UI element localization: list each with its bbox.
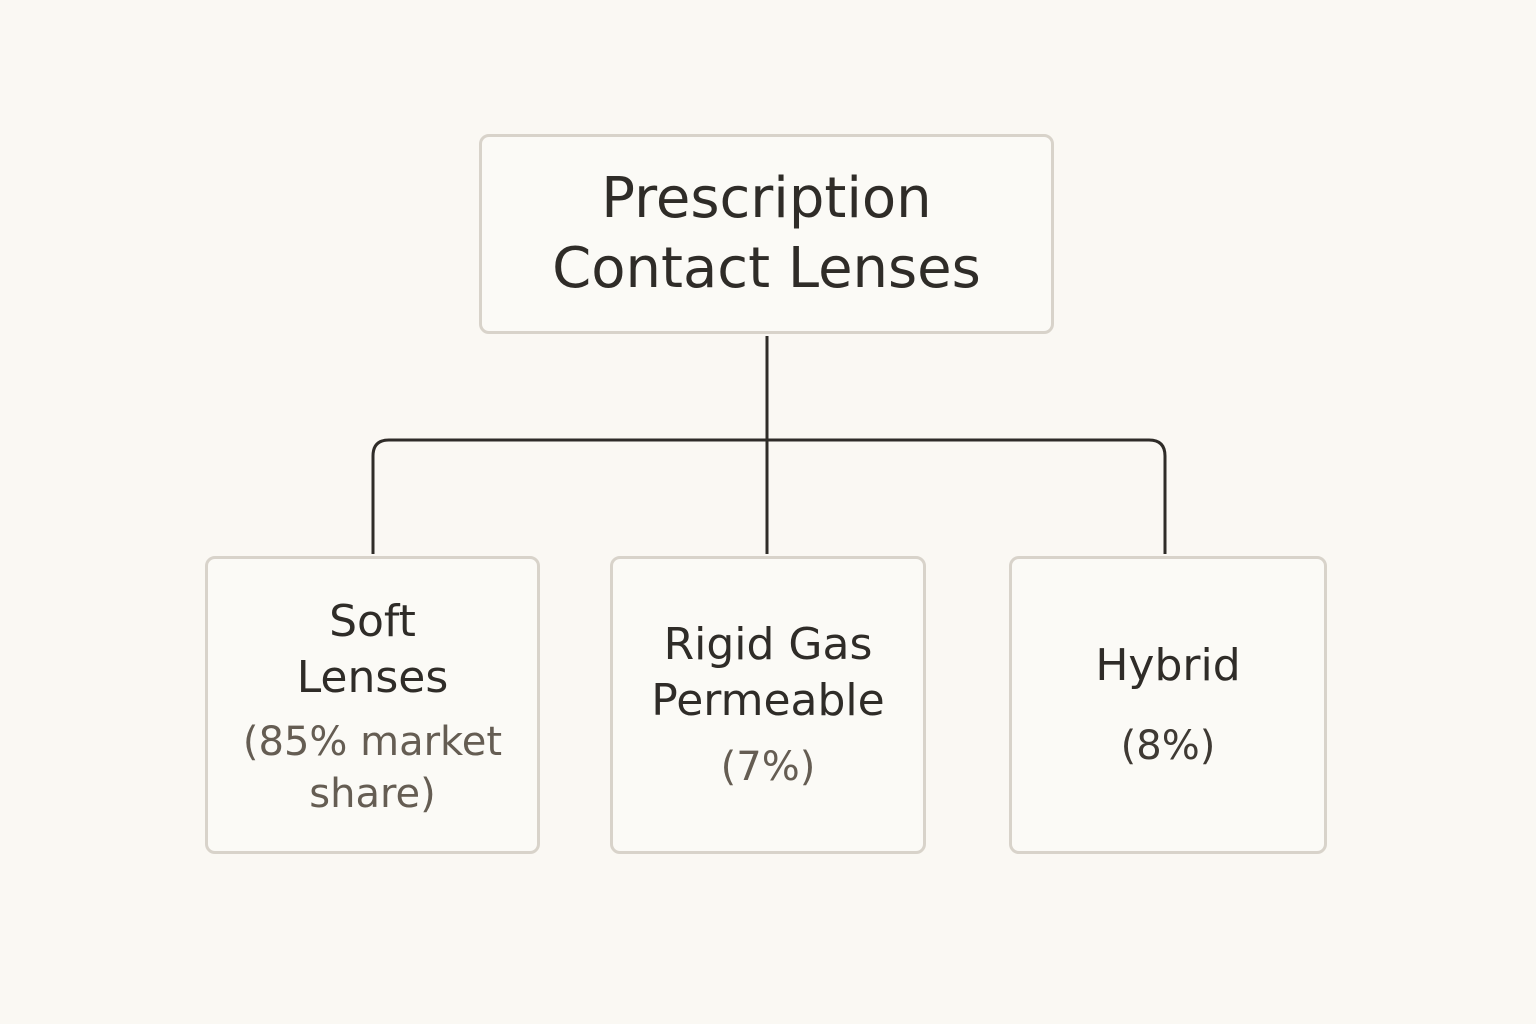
connector-horizontal-bus (371, 438, 1167, 554)
soft-lenses-title: Soft Lenses (296, 596, 449, 703)
root-node: Prescription Contact Lenses (479, 134, 1054, 334)
root-node-label: Prescription Contact Lenses (552, 166, 981, 301)
rigid-gas-permeable-node: Rigid Gas Permeable (7%) (610, 556, 926, 854)
rigid-gas-permeable-title: Rigid Gas Permeable (651, 619, 885, 726)
soft-lenses-node: Soft Lenses (85% market share) (205, 556, 540, 854)
hybrid-title: Hybrid (1095, 640, 1241, 691)
hybrid-share: (8%) (1120, 723, 1216, 769)
rigid-gas-permeable-share: (7%) (720, 744, 816, 790)
soft-lenses-share: (85% market share) (242, 719, 503, 817)
hybrid-node: Hybrid (8%) (1009, 556, 1327, 854)
